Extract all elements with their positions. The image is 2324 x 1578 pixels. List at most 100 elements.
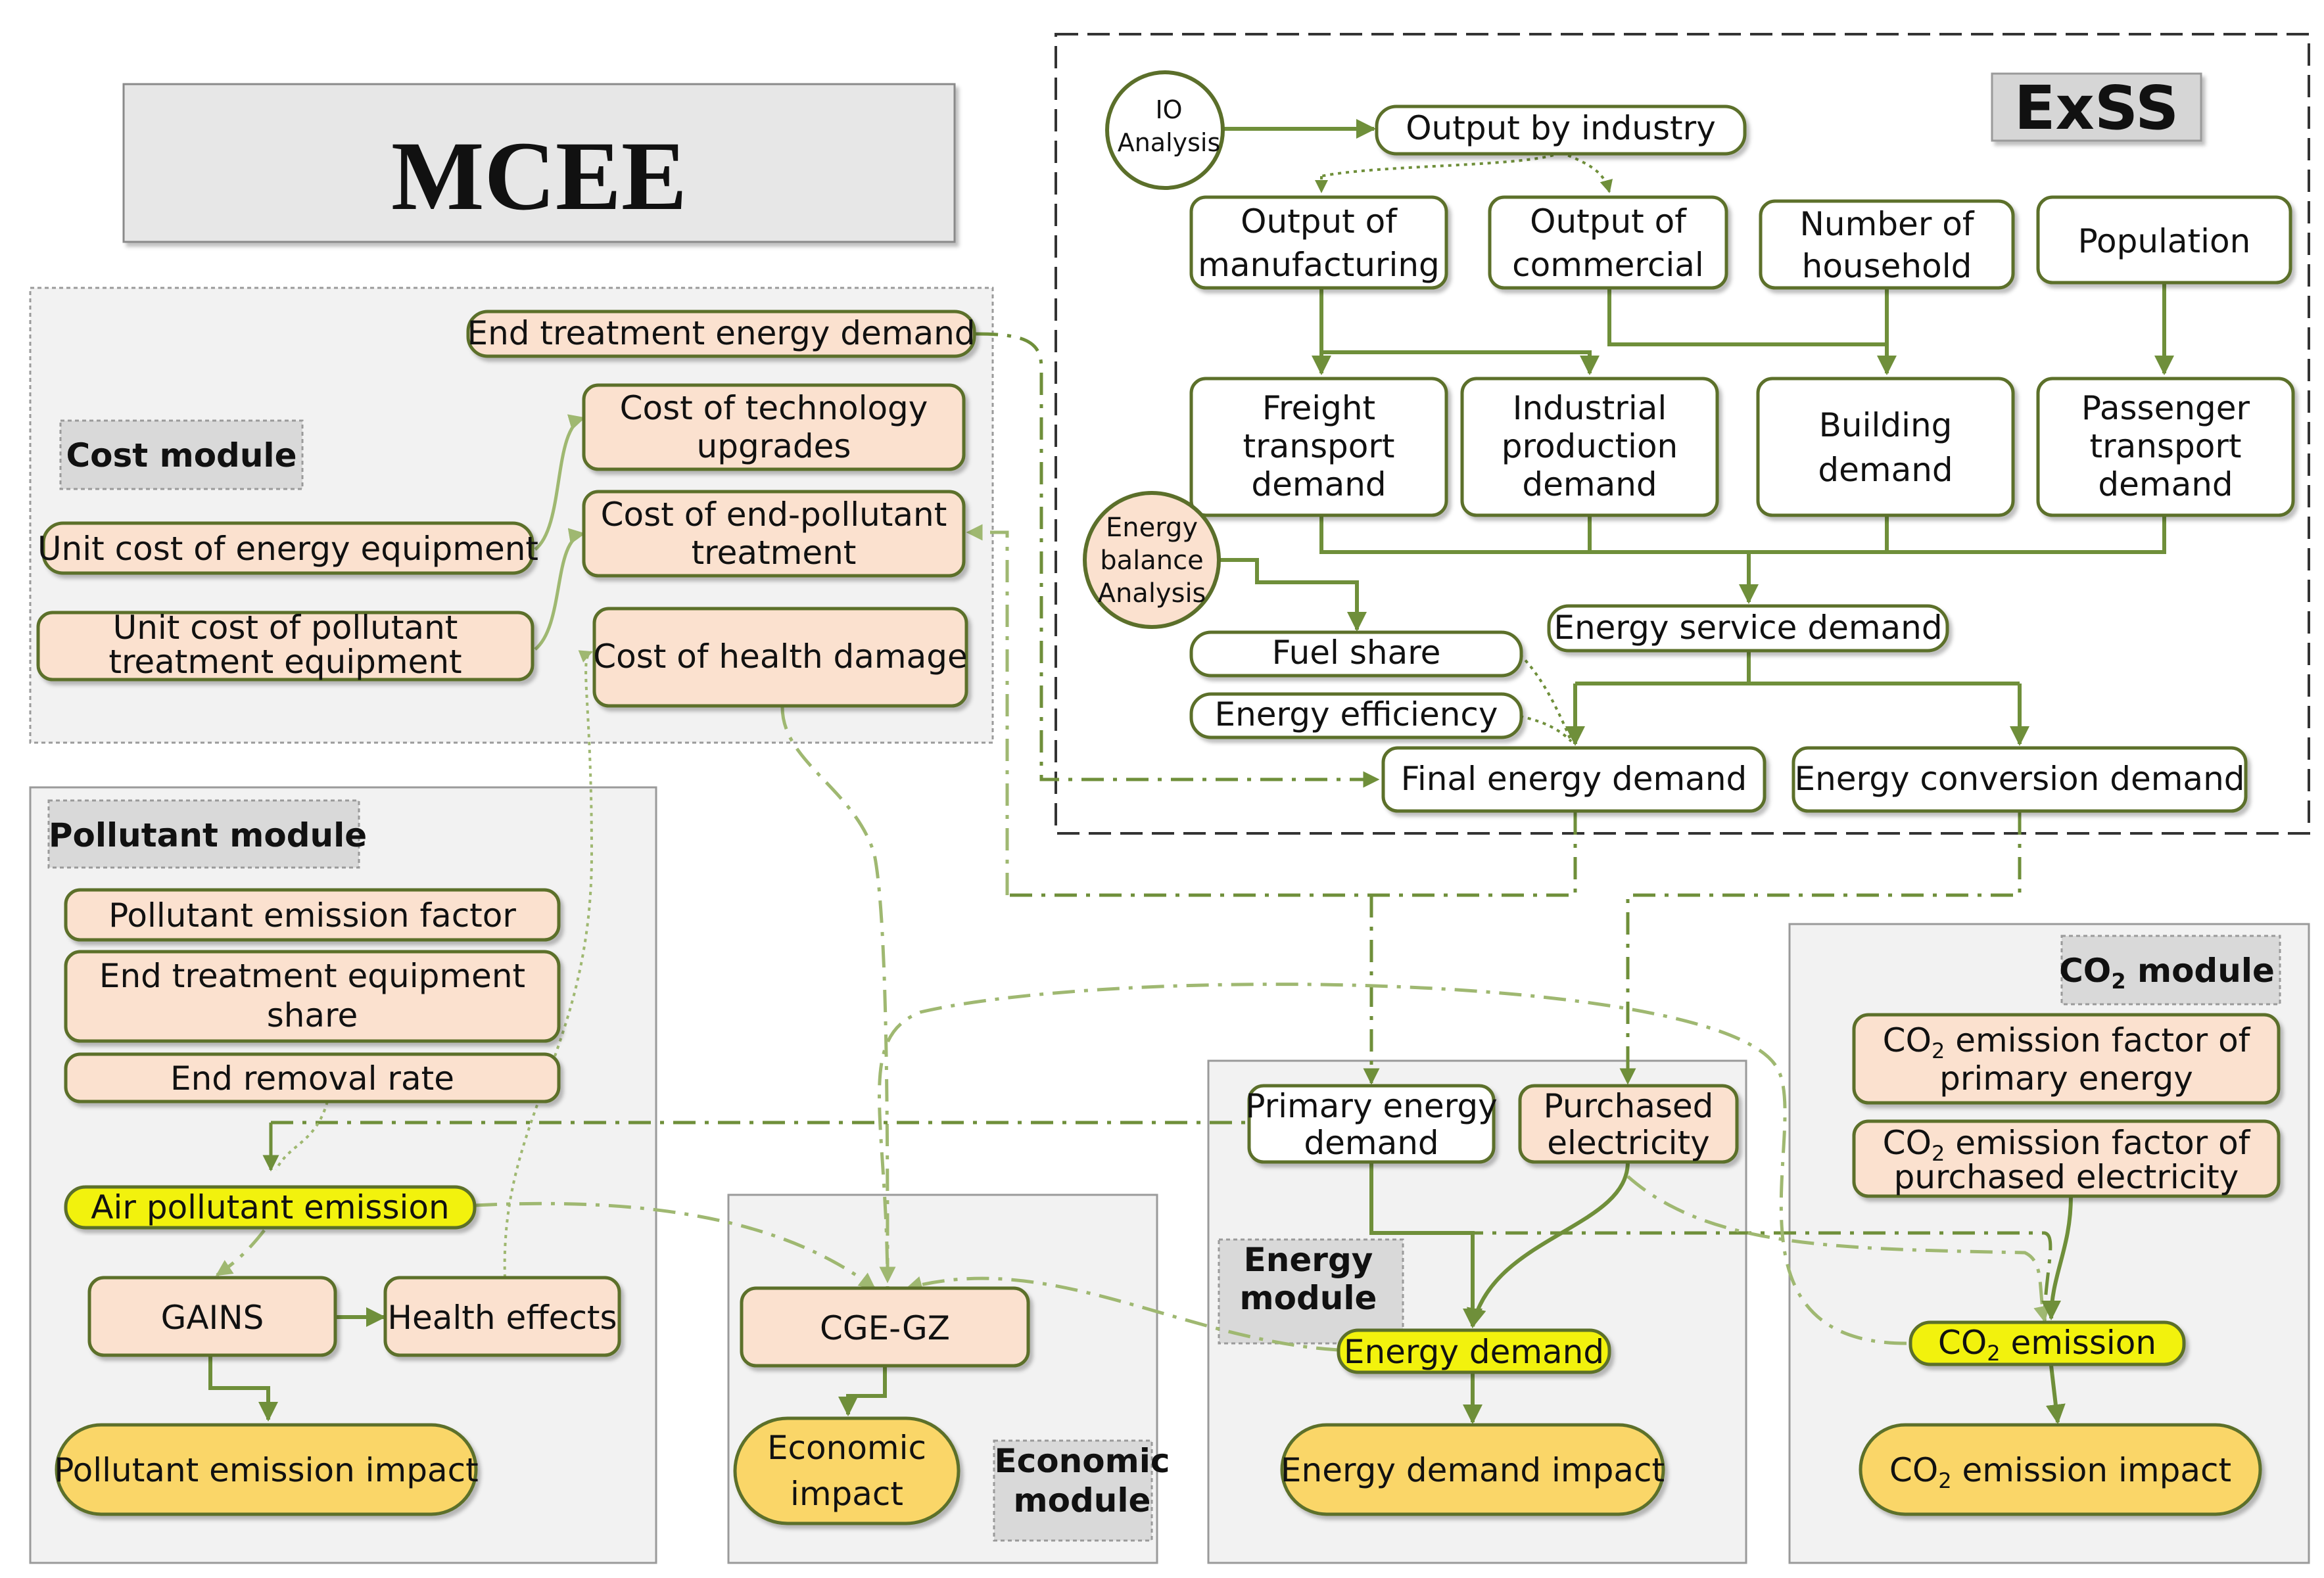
- svg-text:Pollutant emission impact: Pollutant emission impact: [54, 1451, 478, 1489]
- flow-primary-to-co2: [1371, 1231, 2052, 1322]
- flow-health-to-healthcost: [503, 650, 594, 1278]
- svg-text:Energy demand impact: Energy demand impact: [1281, 1451, 1665, 1489]
- flow-removalrate-to-air: [275, 1101, 329, 1171]
- energy-nodes: Primary energy demand Purchased electric…: [1245, 1084, 1739, 1516]
- svg-text:manufacturing: manufacturing: [1198, 246, 1440, 284]
- health-damage-cost-node: Cost of health damage: [592, 607, 968, 708]
- svg-text:Health effects: Health effects: [387, 1299, 617, 1337]
- svg-text:CO2 emission: CO2 emission: [1938, 1324, 2156, 1366]
- svg-text:Unit cost of pollutant: Unit cost of pollutant: [113, 609, 458, 647]
- svg-text:End removal rate: End removal rate: [170, 1059, 454, 1098]
- svg-text:production: production: [1502, 427, 1678, 465]
- svg-text:Cost module: Cost module: [66, 436, 296, 475]
- svg-text:Energy efficiency: Energy efficiency: [1215, 695, 1498, 733]
- flow-output-split: [1321, 151, 1561, 177]
- svg-text:Industrial: Industrial: [1513, 389, 1667, 427]
- pollutant-nodes: Pollutant emission factor End treatment …: [54, 888, 621, 1516]
- svg-text:treatment: treatment: [692, 534, 857, 572]
- fuel-share-node: Fuel share: [1189, 630, 1523, 678]
- page-title: MCEE: [391, 122, 687, 231]
- co2-impact-node: CO2 emission impact: [1859, 1423, 2262, 1516]
- economic-impact-node: Economic impact: [733, 1416, 960, 1525]
- energy-module-label: Energy module: [1218, 1238, 1404, 1345]
- passenger-demand-node: Passenger transport demand: [2036, 377, 2295, 517]
- end-pollutant-cost-node: Cost of end-pollutant treatment: [582, 490, 966, 578]
- flow-purchased-to-energydemand: [1467, 1161, 1630, 1328]
- svg-text:CGE-GZ: CGE-GZ: [820, 1309, 950, 1347]
- flow-co2-to-cge: [878, 983, 1907, 1345]
- svg-text:Output by industry: Output by industry: [1406, 109, 1716, 147]
- health-effects-node: Health effects: [383, 1276, 621, 1357]
- svg-text:CO2 emission impact: CO2 emission impact: [1889, 1451, 2231, 1493]
- svg-text:Economic: Economic: [995, 1442, 1170, 1480]
- co2-factor-purchased-node: CO2 emission factor of purchased electri…: [1852, 1119, 2281, 1198]
- svg-text:module: module: [1014, 1481, 1151, 1520]
- svg-text:Economic: Economic: [767, 1429, 926, 1467]
- end-treatment-energy-node: End treatment energy demand: [466, 310, 976, 358]
- flow-service-split: [1573, 649, 2022, 743]
- population-node: Population: [2036, 195, 2292, 285]
- svg-text:demand: demand: [1304, 1124, 1438, 1162]
- svg-text:upgrades: upgrades: [697, 427, 851, 465]
- flow-co2factor-to-emission: [2041, 1195, 2073, 1320]
- final-energy-node: Final energy demand: [1381, 746, 1767, 813]
- svg-text:primary energy: primary energy: [1939, 1059, 2193, 1098]
- svg-text:Building: Building: [1819, 406, 1953, 444]
- svg-text:Cost of health damage: Cost of health damage: [593, 638, 968, 676]
- svg-text:Output of: Output of: [1530, 202, 1687, 241]
- flow-efficiency-to-final: [1519, 715, 1573, 743]
- cost-nodes: End treatment energy demand Cost of tech…: [36, 310, 976, 708]
- svg-text:Final energy demand: Final energy demand: [1401, 760, 1747, 798]
- gains-node: GAINS: [87, 1276, 337, 1357]
- svg-text:share: share: [267, 996, 358, 1034]
- pollutant-emission-factor-node: Pollutant emission factor: [64, 888, 561, 942]
- flow-final-to-primary: [1007, 812, 1577, 1083]
- freight-demand-node: Freight transport demand: [1189, 377, 1448, 517]
- unit-cost-pollutant-node: Unit cost of pollutant treatment equipme…: [36, 609, 534, 682]
- svg-text:Cost of end-pollutant: Cost of end-pollutant: [601, 496, 947, 534]
- svg-text:module: module: [1240, 1279, 1377, 1317]
- svg-text:Output of: Output of: [1241, 202, 1398, 241]
- energy-conversion-node: Energy conversion demand: [1791, 746, 2248, 813]
- svg-text:Energy service demand: Energy service demand: [1553, 609, 1942, 647]
- exss-nodes: IO Analysis Output by industry Output of…: [1083, 70, 2295, 813]
- svg-text:commercial: commercial: [1512, 246, 1704, 284]
- svg-text:Energy demand: Energy demand: [1344, 1333, 1604, 1371]
- co2-nodes: CO2 emission factor of primary energy CO…: [1852, 1013, 2281, 1516]
- purchased-electricity-node: Purchased electricity: [1518, 1084, 1739, 1164]
- flow-gains-to-impact: [208, 1357, 278, 1422]
- industrial-demand-node: Industrial production demand: [1460, 377, 1719, 517]
- economic-module-label: Economic module: [993, 1439, 1170, 1542]
- flow-output-to-commercial: [1560, 151, 1613, 193]
- svg-text:End treatment energy demand: End treatment energy demand: [467, 314, 975, 352]
- co2-factor-primary-node: CO2 emission factor of primary energy: [1852, 1013, 2281, 1105]
- svg-text:purchased electricity: purchased electricity: [1894, 1158, 2239, 1196]
- economic-nodes: CGE-GZ Economic impact: [733, 1286, 1030, 1525]
- svg-text:Analysis: Analysis: [1118, 128, 1221, 157]
- svg-text:demand: demand: [1522, 465, 1657, 503]
- svg-text:Unit cost of energy equipment: Unit cost of energy equipment: [37, 530, 538, 568]
- connectors: [208, 119, 2174, 1424]
- svg-text:impact: impact: [790, 1475, 903, 1513]
- svg-text:Analysis: Analysis: [1098, 578, 1206, 609]
- flow-end-energy-to-final: [975, 332, 1380, 788]
- svg-text:Air pollutant emission: Air pollutant emission: [91, 1188, 449, 1226]
- svg-text:CO2 emission factor of: CO2 emission factor of: [1883, 1021, 2251, 1063]
- svg-text:IO: IO: [1155, 95, 1182, 124]
- svg-text:electricity: electricity: [1547, 1124, 1710, 1162]
- svg-text:Energy: Energy: [1106, 513, 1198, 543]
- svg-text:End treatment equipment: End treatment equipment: [99, 957, 525, 995]
- flow-air-to-cge: [474, 1201, 876, 1289]
- unit-cost-energy-node: Unit cost of energy equipment: [37, 521, 538, 575]
- air-pollutant-emission-node: Air pollutant emission: [64, 1185, 477, 1230]
- svg-text:GAINS: GAINS: [161, 1299, 264, 1337]
- energy-impact-node: Energy demand impact: [1280, 1423, 1665, 1516]
- svg-text:household: household: [1802, 247, 1972, 285]
- svg-text:CO2 module: CO2 module: [2059, 952, 2275, 994]
- svg-text:Pollutant emission factor: Pollutant emission factor: [108, 896, 516, 935]
- number-household-node: Number of household: [1759, 199, 2015, 290]
- svg-text:transport: transport: [1243, 427, 1394, 465]
- svg-text:CO2 emission factor of: CO2 emission factor of: [1883, 1124, 2251, 1166]
- cge-gz-node: CGE-GZ: [740, 1286, 1030, 1368]
- flow-manuf-to-industrial: [1321, 350, 1600, 375]
